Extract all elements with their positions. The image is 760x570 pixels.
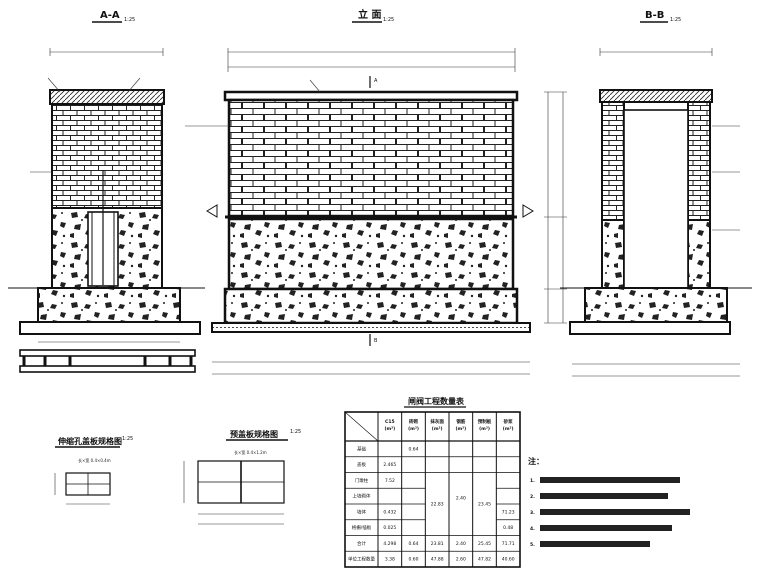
table-row-label: 单位工程数量 <box>348 556 375 563</box>
detail-groove-scale: 1:25 <box>122 436 133 442</box>
title-aa: A-A 1:25 <box>92 10 135 23</box>
table-header-1: 砖砌 <box>409 418 418 425</box>
table-header-3: (m³) <box>455 426 466 432</box>
table-cell: 3.38 <box>385 557 395 563</box>
table-cell: 47.82 <box>478 557 491 563</box>
table-header-0: C15 <box>385 419 395 425</box>
table-merged-cell: 23.45 <box>478 502 491 508</box>
table-row-label: 基础 <box>357 445 366 452</box>
table-cell: 25.45 <box>478 541 491 547</box>
table-header-3: 钢筋 <box>456 418 465 425</box>
table-cell: 0.025 <box>383 525 396 531</box>
view-front-title: 立 面 <box>358 8 381 21</box>
note-line <box>540 541 650 547</box>
notes-block: 注： 1. 2. 3. 4. 5. <box>528 456 690 548</box>
detail-board-scale: 1:25 <box>290 429 301 435</box>
front-elevation: A B <box>185 48 567 375</box>
table-title: 闸阀工程数量表 <box>408 396 465 406</box>
quantity-table: 闸阀工程数量表 C15(m³)砖砌(m³)抹灰面(m²)钢筋(m³)预制板(m³… <box>344 396 521 568</box>
detail-groove-cover: 伸缩孔盖板规格图 1:25 长×宽 0.4×0.4m <box>54 436 133 505</box>
note-number: 1. <box>530 478 535 484</box>
table-cell: 23.81 <box>431 541 444 547</box>
table-cell: 71.71 <box>502 541 515 547</box>
table-row-label: 格栅/插板 <box>352 524 372 531</box>
table-cell: 0.64 <box>408 446 418 452</box>
view-aa-title: A-A <box>100 10 120 21</box>
note-number: 2. <box>530 494 535 500</box>
detail-groove-title: 伸缩孔盖板规格图 <box>57 436 122 446</box>
table-cell: 0.48 <box>503 525 513 531</box>
section-aa <box>8 48 205 373</box>
note-number: 3. <box>530 510 535 516</box>
note-line <box>540 477 680 483</box>
table-header-1: (m³) <box>408 426 419 432</box>
table-header-4: 预制板 <box>478 418 492 425</box>
note-line <box>540 509 690 515</box>
table-row-label: 盖板 <box>357 461 366 468</box>
table-row-label: 合计 <box>357 540 366 547</box>
section-mark-b: B <box>374 338 378 344</box>
table-header-2: 抹灰面 <box>430 418 444 425</box>
note-number: 5. <box>530 542 535 548</box>
table-cell: 40.60 <box>502 557 515 563</box>
detail-board-title: 预盖板规格图 <box>230 429 278 439</box>
view-aa-scale: 1:25 <box>124 17 135 23</box>
table-header-5: 砂浆 <box>504 418 513 425</box>
view-front-scale: 1:25 <box>383 17 394 23</box>
detail-board-spec: 长×宽 0.4×1.2m <box>234 449 267 455</box>
table-merged-cell: 22.83 <box>431 502 444 508</box>
table-cell: 0.60 <box>408 557 418 563</box>
table-header-0: (m³) <box>384 426 395 432</box>
table-cell: 0.64 <box>408 541 418 547</box>
title-front: 立 面 1:25 <box>352 8 394 23</box>
view-bb-title: B-B <box>645 10 664 21</box>
title-bb: B-B 1:25 <box>640 10 681 23</box>
table-cell: 71.23 <box>502 509 515 515</box>
table-row-label: 上墙砌体 <box>353 493 371 500</box>
table-row-label: 墙体 <box>357 508 366 515</box>
table-cell: 0.432 <box>383 509 396 515</box>
note-line <box>540 525 672 531</box>
view-bb-scale: 1:25 <box>670 17 681 23</box>
note-line <box>540 493 668 499</box>
note-number: 4. <box>530 526 535 532</box>
detail-groove-spec: 长×宽 0.4×0.4m <box>78 457 111 463</box>
detail-precast-board: 预盖板规格图 1:25 长×宽 0.4×1.2m <box>183 429 301 525</box>
table-header-5: (m³) <box>503 426 514 432</box>
section-mark-a: A <box>374 78 378 84</box>
table-cell: 2.40 <box>456 541 466 547</box>
table-cell: 2.465 <box>383 462 396 468</box>
section-bb <box>560 48 752 377</box>
table-cell: 7.52 <box>385 478 395 484</box>
table-cell: 2.60 <box>456 557 466 563</box>
table-cell: 47.88 <box>431 557 444 563</box>
table-header-2: (m²) <box>432 426 443 432</box>
table-merged-cell: 2.40 <box>456 496 466 502</box>
table-row-label: 门墩柱 <box>355 477 369 484</box>
table-cell: 4.298 <box>383 541 396 547</box>
notes-heading: 注： <box>528 456 544 466</box>
table-header-4: (m³) <box>479 426 490 432</box>
